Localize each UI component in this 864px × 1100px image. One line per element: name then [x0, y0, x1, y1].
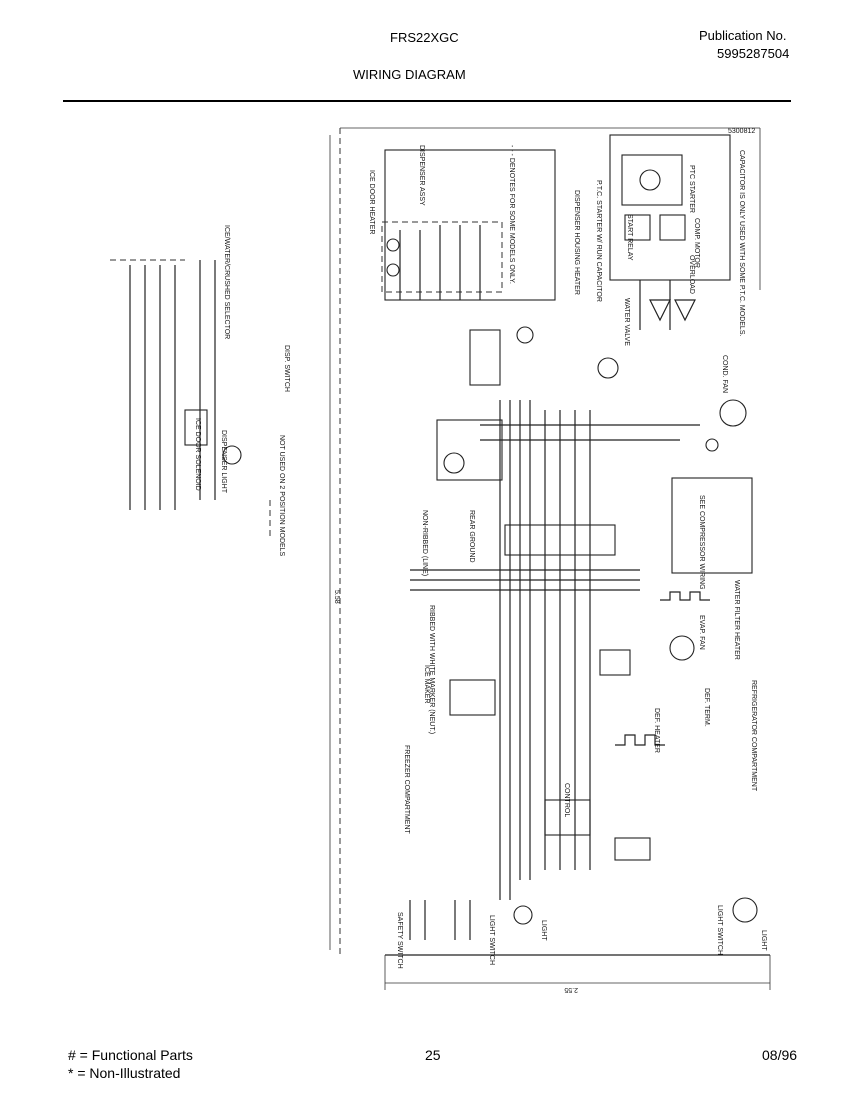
- page-title: WIRING DIAGRAM: [353, 67, 466, 82]
- central-harness: REAR GROUND NON-RIBBED (LINE) RIBBED WIT…: [410, 400, 700, 900]
- publication-label: Publication No.: [699, 28, 787, 43]
- dimension-vertical: 5.58: [333, 590, 340, 604]
- ptc-capacitor-label: P.T.C. STARTER W/ RUN CAPACITOR: [595, 180, 602, 302]
- model-number: FRS22XGC: [390, 30, 459, 45]
- light-switch-label-left: LIGHT SWITCH: [488, 915, 495, 965]
- page-number: 25: [425, 1047, 441, 1063]
- start-relay-label: START RELAY: [626, 214, 633, 261]
- capacitor-note: CAPACITOR IS ONLY USED WITH SOME P.T.C. …: [738, 150, 745, 336]
- def-term-label: DEF. TERM.: [703, 688, 710, 727]
- water-valve-label: WATER VALVE: [623, 298, 630, 346]
- non-ribbed-label: NON-RIBBED (LINE): [421, 510, 428, 576]
- diagram-frame: 2.55 5.58: [329, 127, 771, 993]
- dispenser-switch-section: ICE/WATER/CRUSHED SELECTOR DISPENSER LIG…: [110, 225, 290, 557]
- safety-switch-label: SAFETY SWITCH: [396, 912, 403, 969]
- light-label-left: LIGHT: [540, 920, 547, 941]
- ice-water-selector-label: ICE/WATER/CRUSHED SELECTOR: [223, 225, 230, 339]
- freezer-compartment-label: FREEZER COMPARTMENT: [403, 745, 410, 835]
- see-compressor-wiring-label: SEE COMPRESSOR WIRING: [698, 495, 705, 590]
- ptc-starter-label: PTC STARTER: [688, 165, 695, 213]
- ice-door-solenoid-label: ICE DOOR SOLENOID: [194, 418, 201, 491]
- valves-fans-section: WATER VALVE COND. FAN SEE COMPRESSOR WIR…: [597, 298, 757, 792]
- dispenser-light-label: DISPENSER LIGHT: [220, 430, 227, 494]
- compressor-section: PTC STARTER START RELAY COMP. MOTOR OVER…: [609, 128, 755, 336]
- header-rule: [63, 100, 791, 102]
- publication-date: 08/96: [762, 1047, 798, 1063]
- light-label-right: LIGHT: [760, 930, 767, 951]
- not-used-note: NOT USED ON 2 POSITION MODELS: [278, 435, 285, 557]
- rear-ground-label: REAR GROUND: [468, 510, 475, 563]
- disp-switch-label: DISP. SWITCH: [283, 345, 290, 392]
- dimension-horizontal: 2.55: [564, 986, 578, 993]
- comp-motor-label: COMP. MOTOR: [693, 218, 700, 268]
- legend-functional-parts: # = Functional Parts: [68, 1047, 193, 1063]
- legend-non-illustrated: * = Non-Illustrated: [68, 1065, 181, 1081]
- overload-label: OVERLOAD: [688, 255, 695, 294]
- freezer-section: ICE MAKER FREEZER COMPARTMENT CONTROL SA…: [396, 665, 767, 969]
- ice-maker-label: ICE MAKER: [423, 665, 430, 704]
- diagram-code: 5300812: [728, 128, 755, 135]
- light-switch-label-right: LIGHT SWITCH: [716, 905, 723, 955]
- water-filter-heater-label: WATER FILTER HEATER: [733, 580, 740, 660]
- control-label: CONTROL: [563, 783, 570, 817]
- cond-fan-label: COND. FAN: [721, 355, 728, 393]
- refrigerator-compartment-label: REFRIGERATOR COMPARTMENT: [750, 680, 757, 792]
- dispenser-housing-heater-label: DISPENSER HOUSING HEATER: [573, 190, 580, 295]
- dispenser-assy-label: DISPENSER ASSY: [418, 145, 425, 206]
- denotes-note: - - - DENOTES FOR SOME MODELS ONLY.: [508, 145, 515, 284]
- dispenser-section: ICE DOOR HEATER DISPENSER ASSY - - - DEN…: [368, 145, 602, 386]
- evap-fan-label: EVAP. FAN: [698, 615, 705, 650]
- def-heater-label: DEF. HEATER: [653, 708, 660, 753]
- publication-number: 5995287504: [717, 46, 790, 61]
- ribbed-label: RIBBED WITH WHITE MARKER (NEUT.): [428, 605, 435, 734]
- ice-door-heater-label: ICE DOOR HEATER: [368, 170, 375, 234]
